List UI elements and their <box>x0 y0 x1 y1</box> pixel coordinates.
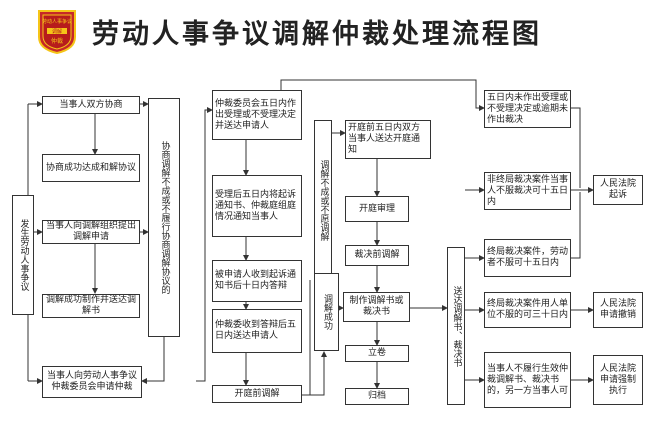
dispute-node: 发生劳动人事争议 <box>12 195 34 315</box>
mediation-fail-column: 调解不成或不愿调解 <box>314 120 332 280</box>
serve-documents-column: 送达调解书、裁决书 <box>447 247 465 405</box>
no-decision-node: 五日内未作出受理或不受理决定或逾期未作出裁决 <box>484 90 571 128</box>
page-title: 劳动人事争议调解仲裁处理流程图 <box>92 19 542 50</box>
defense-copy-node: 仲裁委收到答辩后五日内送达申请人 <box>212 309 302 353</box>
final-award-node: 终局裁决案件，劳动者不服可十五日内 <box>484 239 571 277</box>
archive-node: 归档 <box>345 388 409 405</box>
logo-text-top: 劳动人事争议 <box>42 18 72 25</box>
nonfinal-award-node: 非终局裁决案件当事人不服裁决可十五日内 <box>484 172 571 210</box>
shield-logo-icon: 劳动人事争议 调解 仲裁 <box>38 10 76 55</box>
make-documents-node: 制作调解书或裁决书 <box>343 292 410 322</box>
logo-text-mid: 调解 <box>52 28 62 35</box>
mediation-ok-node: 调解成功制作并送达调解书 <box>42 294 140 318</box>
apply-arbitration-node: 当事人向劳动人事争议仲裁委员会申请仲裁 <box>42 366 142 398</box>
court-revoke-node: 人民法院申请撤销 <box>593 292 643 328</box>
file-node: 立卷 <box>345 345 409 362</box>
hearing-notice-node: 开庭前五日内双方当事人送达开庭通知 <box>345 120 431 159</box>
committee-accept-node: 仲裁委员会五日内作出受理或不受理决定并送达申请人 <box>212 90 302 140</box>
trial-node: 开庭审理 <box>345 196 409 222</box>
court-enforce-node: 人民法院申请强制执行 <box>593 355 643 405</box>
apply-mediation-node: 当事人向调解组织提出调解申请 <box>42 220 140 244</box>
negotiate-ok-node: 协商成功达成和解协议 <box>42 154 140 182</box>
negotiate-node: 当事人双方协商 <box>42 96 140 114</box>
not-perform-node: 当事人不履行生效仲裁调解书、裁决书的，另一方当事人可 <box>484 352 571 408</box>
employer-objection-node: 终局裁决案件用人单位不服的可三十日内 <box>484 292 571 328</box>
mediation-success-column: 调解成功 <box>314 273 339 351</box>
respondent-reply-node: 被申请人收到起诉通知书后十日内答辩 <box>212 260 302 302</box>
court-sue-node: 人民法院起诉 <box>593 175 643 205</box>
notify-parties-node: 受理后五日内将起诉通知书、仲裁庭组庭情况通知当事人 <box>212 175 302 237</box>
hearing-mediation-node: 开庭前调解 <box>212 385 302 403</box>
negotiation-fail-column: 协商调解不成或不履行协商调解协议的 <box>148 98 180 337</box>
pre-award-mediation-node: 裁决前调解 <box>345 245 409 266</box>
logo-text-bottom: 仲裁 <box>51 37 63 45</box>
